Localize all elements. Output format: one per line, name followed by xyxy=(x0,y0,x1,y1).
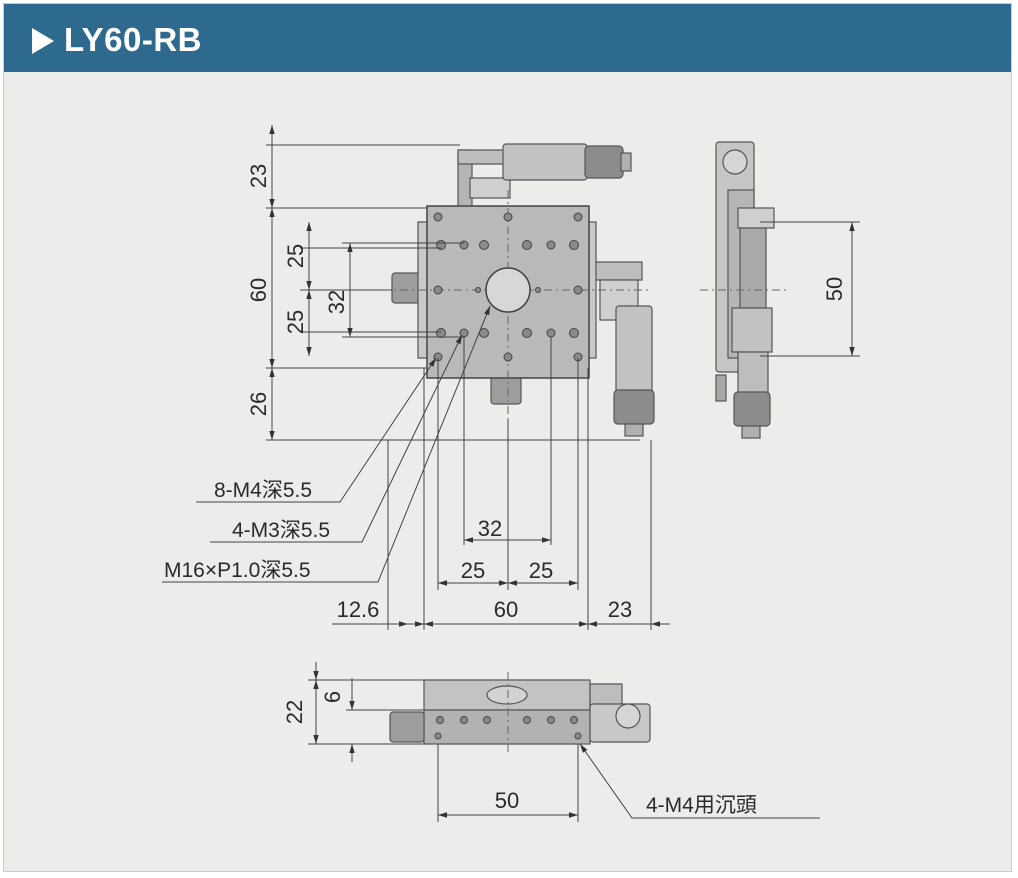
center-bore xyxy=(485,267,531,313)
dim-25-lower: 25 xyxy=(283,310,308,334)
dim-25-upper: 25 xyxy=(283,244,308,268)
title-bar: LY60-RB xyxy=(4,4,1011,72)
top-view: 23 60 26 25 25 32 32 25 25 xyxy=(162,125,670,630)
dim-60-left: 60 xyxy=(246,278,271,302)
bottom-lock-knob xyxy=(490,375,522,405)
mounting-holes xyxy=(433,212,583,362)
dim-25-bottom-right: 25 xyxy=(529,558,553,583)
front-view: 22 6 50 4-M4用沉頭 xyxy=(282,662,820,822)
product-title: LY60-RB xyxy=(64,21,202,58)
dim-23-top: 23 xyxy=(246,164,271,188)
dim-26-left: 26 xyxy=(246,392,271,416)
dim-50-front: 50 xyxy=(495,788,519,813)
side-view: 50 xyxy=(700,141,860,439)
dim-23-bottom: 23 xyxy=(608,597,632,622)
dim-12-6: 12.6 xyxy=(337,597,380,622)
callout-4-m4-countersink: 4-M4用沉頭 xyxy=(646,794,757,817)
right-micrometer xyxy=(591,261,655,437)
callout-m16: M16×P1.0深5.5 xyxy=(164,559,311,582)
callout-8-m4: 8-M4深5.5 xyxy=(214,479,312,502)
dim-32-bottom: 32 xyxy=(478,516,502,541)
left-lock-knob xyxy=(391,272,421,304)
dim-50-side: 50 xyxy=(822,277,847,301)
dim-6: 6 xyxy=(320,691,345,703)
play-arrow-icon xyxy=(32,28,54,54)
callout-4-m3: 4-M3深5.5 xyxy=(232,519,330,542)
dim-25-bottom-left: 25 xyxy=(461,558,485,583)
dim-60-bottom: 60 xyxy=(494,597,518,622)
dim-32-left: 32 xyxy=(324,290,349,314)
top-micrometer xyxy=(457,143,632,209)
dim-22: 22 xyxy=(282,700,307,724)
